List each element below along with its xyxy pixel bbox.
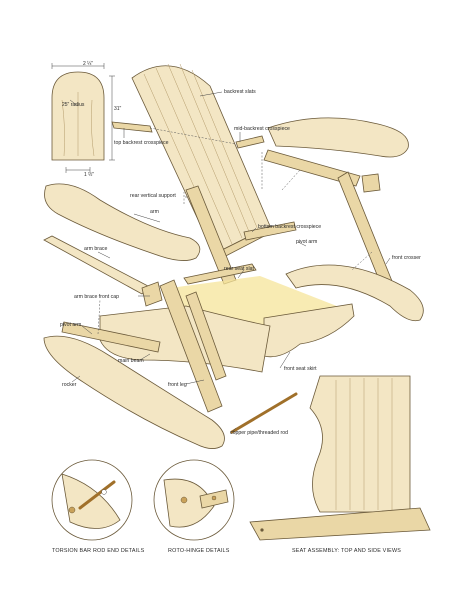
arm-left	[44, 183, 201, 261]
part-labels: backrest slats mid-backrest crosspiece t…	[60, 89, 421, 436]
label-front-crosser: front crosser	[392, 255, 421, 261]
bottom-backrest-crosspiece	[243, 221, 297, 241]
label-pivot-arm-upper: pivot arm	[296, 239, 317, 245]
torsion-bar-detail: TORSION BAR ROD END DETAILS	[51, 459, 145, 554]
label-main-beam: main beam	[118, 358, 144, 364]
label-front-seat-skirt: front seat skirt	[284, 366, 317, 372]
copper-pipe	[230, 392, 298, 434]
mid-backrest-crosspiece	[235, 135, 265, 149]
right-leg-cap	[361, 173, 381, 193]
label-mid-backrest-crosspiece: mid-backrest crosspiece	[234, 126, 290, 132]
seat-assembly-detail: SEAT ASSEMBLY: TOP AND SIDE VIEWS	[249, 375, 431, 554]
caption-torsion: TORSION BAR ROD END DETAILS	[52, 548, 145, 554]
caption-roto: ROTO-HINGE DETAILS	[168, 548, 230, 554]
label-rocker: rocker	[62, 382, 77, 388]
label-copper-pipe: copper pipe/threaded rod	[230, 430, 288, 436]
caption-seat: SEAT ASSEMBLY: TOP AND SIDE VIEWS	[292, 548, 401, 554]
rear-seat-slat	[183, 263, 257, 285]
dim-bottom-width: 1 ½"	[84, 171, 94, 178]
pivot-arm-upper	[263, 149, 361, 187]
rocker-right	[285, 264, 424, 322]
roto-hinge-detail: ROTO-HINGE DETAILS	[153, 459, 235, 554]
label-arm-brace: arm brace	[84, 246, 107, 252]
arm-brace-front-cap	[141, 281, 163, 307]
assembly-guides	[97, 127, 373, 335]
label-arm-brace-front-cap: arm brace front cap	[74, 294, 119, 300]
arm-right	[267, 117, 409, 158]
label-pivot-arm-lower: pivot arm	[60, 322, 81, 328]
top-backrest-crosspiece	[111, 121, 153, 133]
label-rear-vertical-support: rear vertical support	[130, 193, 176, 199]
label-front-leg: front leg	[168, 382, 187, 388]
label-arm: arm	[150, 209, 159, 215]
label-bottom-backrest-crosspiece: bottom backrest crosspiece	[258, 224, 321, 230]
dim-radius: 25" radius	[62, 102, 85, 108]
rocker-left	[43, 335, 225, 449]
label-rear-seat-slat: rear seat slat	[224, 266, 255, 272]
label-backrest-slats: backrest slats	[224, 89, 256, 95]
dim-height: 31"	[114, 106, 122, 112]
slat-template: 2 ¼" 25" radius 31" 1 ½"	[51, 61, 122, 178]
front-seat-skirt	[263, 303, 355, 358]
front-leg-left	[159, 279, 223, 413]
front-leg-inner	[185, 291, 227, 381]
dim-top-width: 2 ¼"	[83, 61, 93, 67]
label-top-backrest-crosspiece: top backrest crosspiece	[114, 140, 169, 146]
